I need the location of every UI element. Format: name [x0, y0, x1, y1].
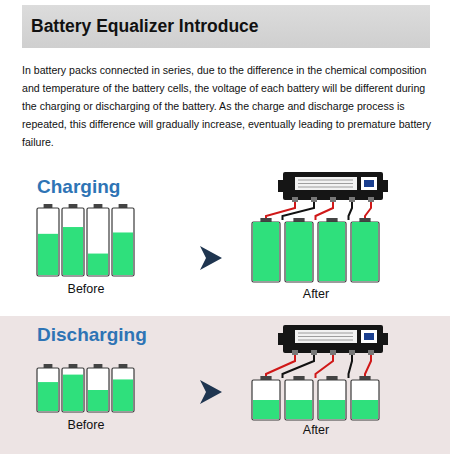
battery-charge — [286, 400, 312, 419]
state-label: Before — [68, 418, 105, 432]
battery-cell — [87, 208, 109, 276]
brand-logo — [364, 333, 374, 340]
scene — [37, 172, 388, 282]
battery-cell — [112, 368, 134, 412]
lead-wire — [283, 200, 315, 220]
battery-charge — [319, 400, 345, 419]
sticker-print — [298, 183, 353, 184]
module-terminal — [292, 197, 298, 202]
equalizer-module — [283, 325, 383, 353]
direction-arrow — [200, 380, 222, 404]
module-sticker — [295, 330, 357, 343]
mounting-tab — [278, 180, 283, 192]
module-terminal — [368, 197, 374, 202]
module-terminal — [368, 350, 374, 355]
battery-cell — [37, 208, 59, 276]
battery-cell — [285, 222, 313, 282]
battery-cell — [351, 222, 379, 282]
battery-charge — [63, 227, 83, 275]
battery-cell — [318, 222, 346, 282]
sticker-print — [298, 336, 353, 337]
section-heading: Discharging — [37, 324, 147, 346]
battery-cell — [62, 368, 84, 412]
module-terminal — [311, 350, 317, 355]
module-terminal — [292, 350, 298, 355]
battery-charge — [113, 232, 133, 275]
lead-wire — [349, 200, 353, 220]
intro-paragraph: In battery packs connected in series, du… — [22, 61, 432, 151]
mounting-tab — [383, 333, 388, 345]
battery-charge — [286, 222, 312, 281]
module-terminal — [330, 197, 336, 202]
battery-cell — [112, 208, 134, 276]
sticker-print — [298, 340, 353, 341]
battery-cell — [37, 368, 59, 412]
state-label: Before — [68, 282, 105, 296]
battery-charge — [88, 390, 108, 411]
battery-cell — [252, 222, 280, 282]
battery-charge — [113, 379, 133, 411]
sticker-print — [298, 187, 353, 188]
battery-cell — [318, 380, 346, 420]
title-band: Battery Equalizer Introduce — [22, 5, 430, 48]
lead-wire — [365, 353, 371, 378]
module-terminal — [349, 350, 355, 355]
state-label: After — [303, 423, 329, 437]
lead-wire — [365, 200, 371, 220]
lead-wire — [266, 200, 295, 220]
battery-cell — [252, 380, 280, 420]
module-terminal — [349, 197, 355, 202]
section-heading: Charging — [37, 176, 120, 198]
battery-charge — [319, 222, 345, 281]
module-sticker — [295, 177, 357, 190]
module-terminal — [311, 197, 317, 202]
battery-cell — [285, 380, 313, 420]
brand-logo — [364, 180, 374, 187]
sticker-print — [298, 180, 353, 181]
battery-charge — [352, 400, 378, 419]
battery-cell — [62, 208, 84, 276]
battery-charge — [253, 400, 279, 419]
battery-charge — [253, 222, 279, 281]
battery-cell — [351, 380, 379, 420]
lead-wire — [349, 353, 353, 378]
battery-charge — [88, 254, 108, 275]
battery-charge — [38, 382, 58, 411]
state-label: After — [303, 287, 329, 301]
brand-logo — [361, 330, 377, 343]
lead-wire — [316, 200, 334, 220]
sticker-print — [298, 333, 353, 334]
mounting-tab — [383, 180, 388, 192]
mounting-tab — [278, 333, 283, 345]
battery-charge — [38, 234, 58, 275]
module-terminal — [330, 350, 336, 355]
direction-arrow — [200, 246, 222, 270]
battery-cell — [87, 368, 109, 412]
brand-logo — [361, 177, 377, 190]
lead-wire — [266, 353, 295, 378]
battery-charge — [63, 375, 83, 411]
page-title: Battery Equalizer Introduce — [22, 5, 430, 37]
scene — [37, 325, 388, 420]
lead-wire — [316, 353, 334, 378]
lead-wire — [283, 353, 315, 378]
equalizer-module — [283, 172, 383, 200]
battery-charge — [352, 222, 378, 281]
